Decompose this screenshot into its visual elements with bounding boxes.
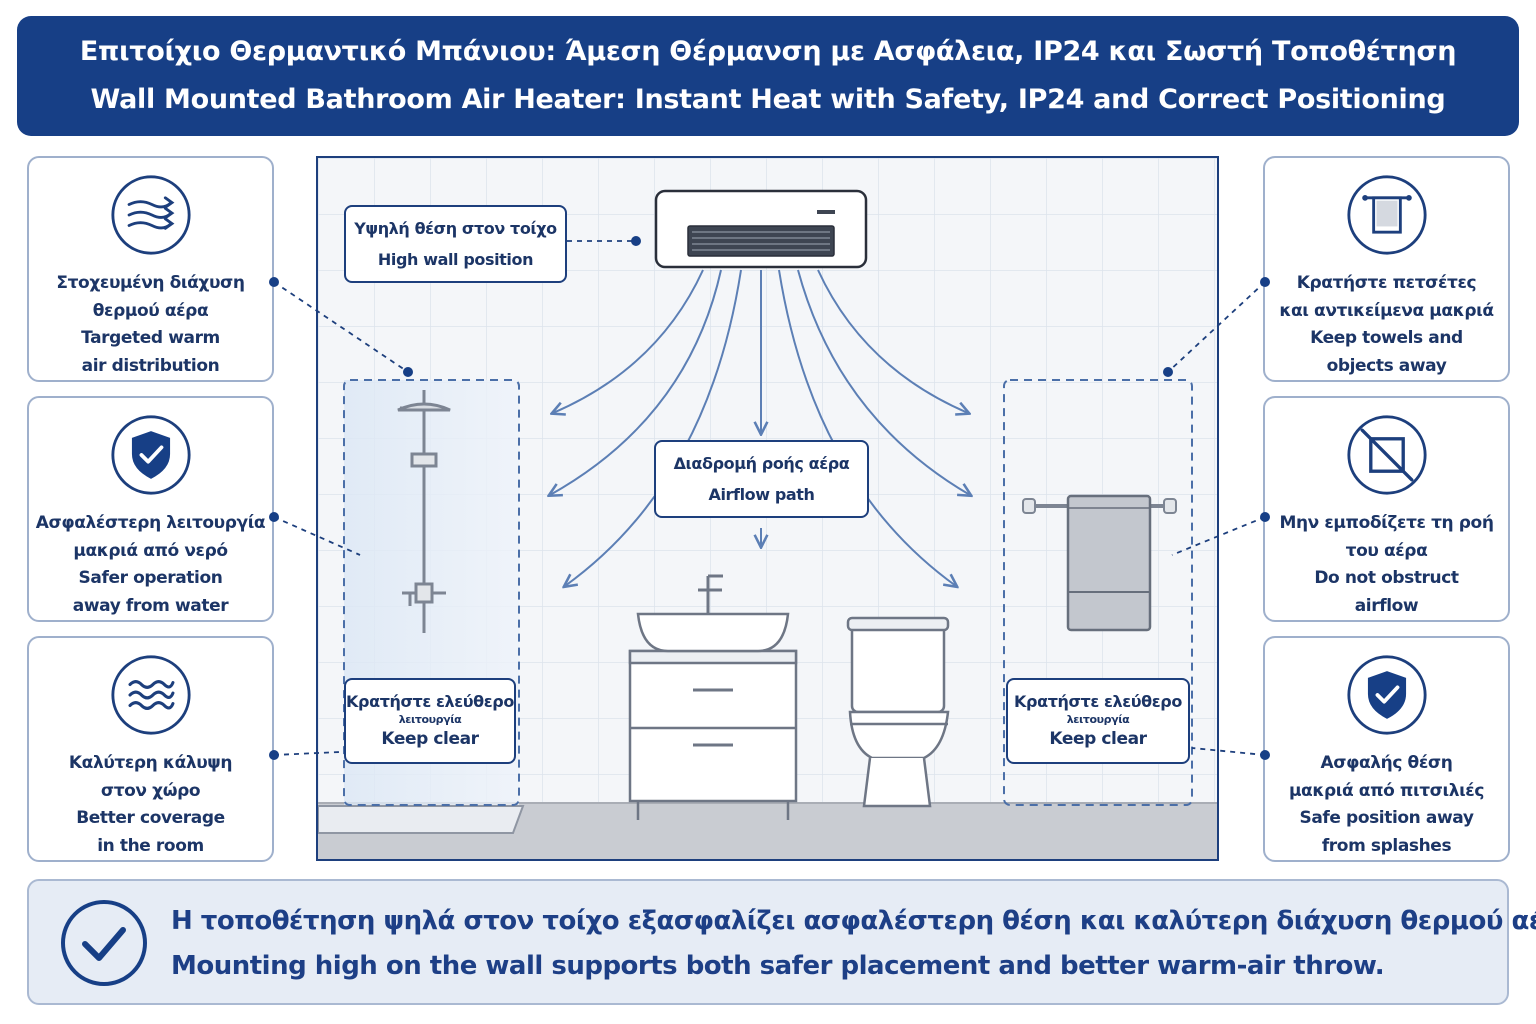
card-text: θερμού αέρα	[92, 300, 209, 321]
card-text: airflow	[1354, 595, 1419, 616]
summary-banner: Η τοποθέτηση ψηλά στον τοίχο εξασφαλίζει…	[27, 879, 1536, 1005]
check-circle-icon	[61, 900, 147, 986]
card-text: Safer operation	[78, 568, 223, 588]
label-keep-clear-left: Κρατήστε ελεύθερο λειτουργία Keep clear	[344, 678, 516, 764]
shield-check-icon	[110, 415, 191, 495]
label-subtext: λειτουργία	[398, 713, 462, 726]
card-text: Ασφαλέστερη λειτουργία	[35, 513, 266, 533]
summary-greek: Η τοποθέτηση ψηλά στον τοίχο εξασφαλίζει…	[171, 906, 1536, 936]
label-text: High wall position	[377, 250, 534, 269]
label-text: Keep clear	[381, 729, 479, 749]
card-text: Κρατήστε πετσέτες	[1296, 273, 1477, 293]
label-text: Κρατήστε ελεύθερο	[346, 692, 514, 711]
card-text: μακριά από νερό	[73, 540, 228, 561]
label-text: Airflow path	[708, 485, 815, 504]
label-high-wall-position: Υψηλή θέση στον τοίχο High wall position	[344, 205, 567, 283]
card-text: του αέρα	[1345, 540, 1428, 561]
shower-tray	[318, 805, 525, 834]
card-safe-from-splashes: Ασφαλής θέση μακριά από πιτσιλιές Safe p…	[1263, 636, 1510, 862]
card-text: in the room	[97, 835, 204, 856]
card-text: Keep towels and	[1310, 328, 1463, 348]
airflow-arrows-icon	[110, 175, 191, 255]
sink-vanity	[628, 574, 798, 820]
card-text: from splashes	[1321, 835, 1452, 856]
card-text: air distribution	[81, 355, 220, 376]
card-text: Targeted warm	[81, 328, 220, 348]
card-text: Μην εμποδίζετε τη ροή	[1279, 513, 1494, 533]
card-text: Better coverage	[76, 808, 225, 828]
bathroom-scene: Υψηλή θέση στον τοίχο High wall position…	[316, 156, 1219, 861]
card-targeted-air: Στοχευμένη διάχυση θερμού αέρα Targeted …	[27, 156, 274, 382]
card-text: objects away	[1326, 355, 1447, 376]
card-better-coverage: Καλύτερη κάλυψη στον χώρο Better coverag…	[27, 636, 274, 862]
card-do-not-obstruct: Μην εμποδίζετε τη ροή του αέρα Do not ob…	[1263, 396, 1510, 622]
label-text: Keep clear	[1049, 729, 1147, 749]
no-obstruct-icon	[1346, 415, 1427, 495]
card-text: και αντικείμενα μακριά	[1279, 300, 1494, 321]
shield-check-icon	[1346, 655, 1427, 735]
card-text: away from water	[72, 595, 229, 616]
card-keep-towels-away: Κρατήστε πετσέτες και αντικείμενα μακριά…	[1263, 156, 1510, 382]
waves-icon	[110, 655, 191, 735]
toilet	[846, 616, 950, 808]
title-greek: Επιτοίχιο Θερμαντικό Μπάνιου: Άμεση Θέρμ…	[79, 36, 1457, 67]
card-text: Καλύτερη κάλυψη	[68, 753, 233, 773]
towel-rail	[1022, 494, 1177, 632]
card-text: Safe position away	[1299, 808, 1474, 828]
card-text: μακριά από πιτσιλιές	[1288, 780, 1485, 801]
title-english: Wall Mounted Bathroom Air Heater: Instan…	[90, 84, 1446, 115]
card-text: Ασφαλής θέση	[1320, 753, 1453, 773]
label-keep-clear-right: Κρατήστε ελεύθερο λειτουργία Keep clear	[1006, 678, 1190, 764]
label-text: Κρατήστε ελεύθερο	[1014, 692, 1182, 711]
card-text: Do not obstruct	[1314, 568, 1459, 588]
keep-clear-zone-right	[1003, 379, 1193, 806]
label-subtext: λειτουργία	[1066, 713, 1130, 726]
card-text: Στοχευμένη διάχυση	[56, 273, 245, 293]
shower-fixture	[397, 390, 451, 633]
keep-clear-zone-left	[343, 379, 520, 806]
label-text: Διαδρομή ροής αέρα	[673, 454, 850, 473]
header-banner: Επιτοίχιο Θερμαντικό Μπάνιου: Άμεση Θέρμ…	[17, 16, 1519, 136]
towel-icon	[1346, 175, 1427, 255]
label-text: Υψηλή θέση στον τοίχο	[354, 219, 557, 238]
card-text: στον χώρο	[100, 780, 201, 801]
card-safer-operation: Ασφαλέστερη λειτουργία μακριά από νερό S…	[27, 396, 274, 622]
wall-heater	[654, 189, 868, 269]
label-airflow-path: Διαδρομή ροής αέρα Airflow path	[654, 440, 869, 518]
summary-english: Mounting high on the wall supports both …	[171, 951, 1385, 981]
